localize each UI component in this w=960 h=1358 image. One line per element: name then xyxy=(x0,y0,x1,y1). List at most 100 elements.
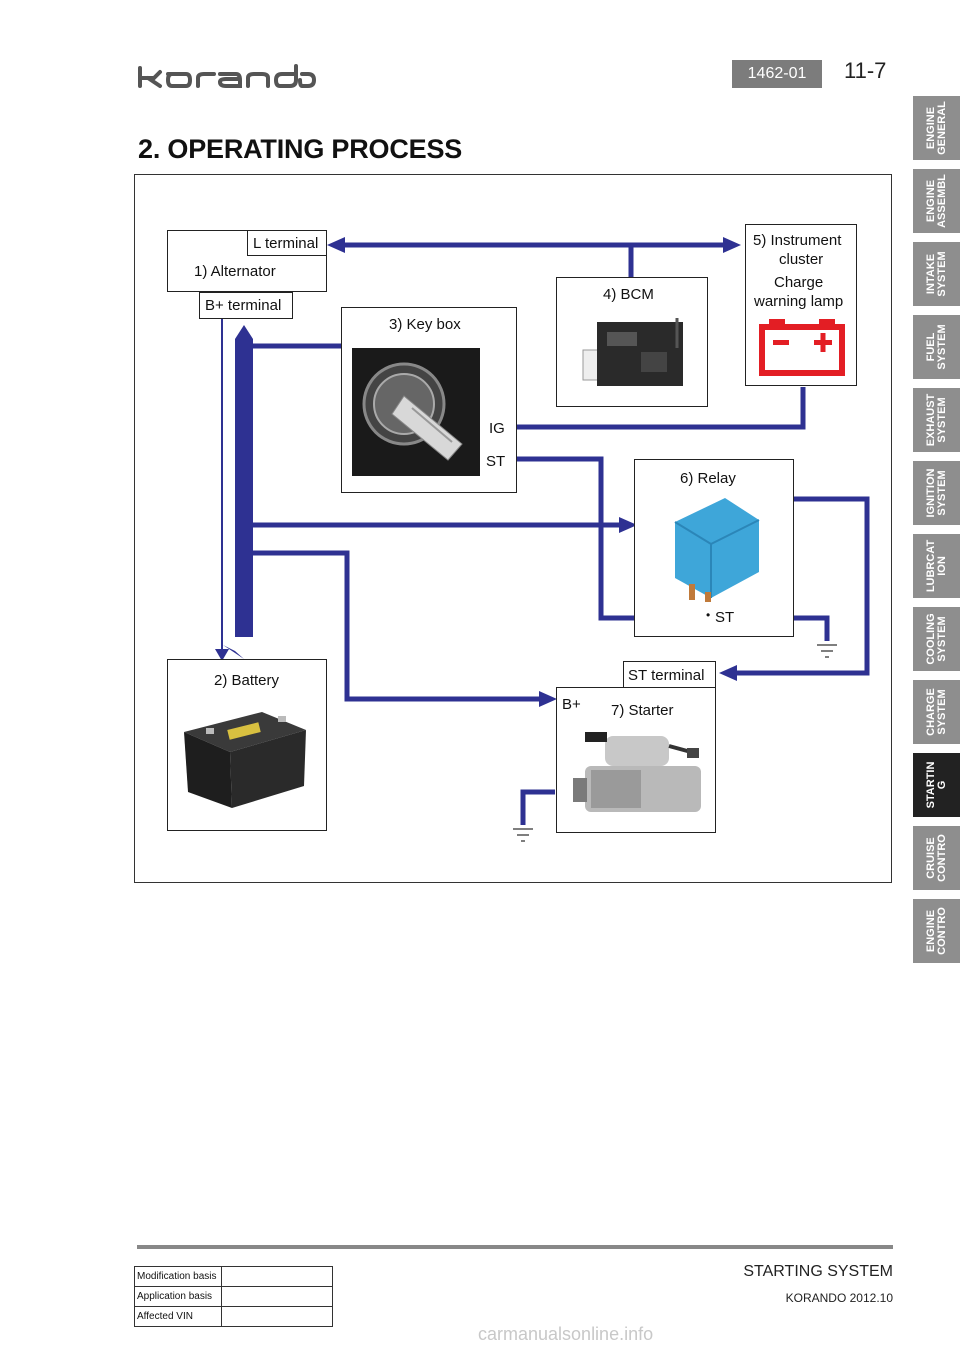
relay-box: 6) Relay • ST xyxy=(634,459,794,637)
battery-label: 2) Battery xyxy=(214,672,280,689)
main-power-bus xyxy=(235,339,253,637)
wire-relay-ground xyxy=(794,615,830,641)
ground-symbol-starter xyxy=(513,828,533,842)
wire-ig xyxy=(517,387,806,430)
arrow-starter-bplus xyxy=(539,691,557,707)
table-row: Modification basis xyxy=(134,1266,333,1287)
table-cell-key: Modification basis xyxy=(134,1266,222,1287)
footer-model: KORANDO 2012.10 xyxy=(785,1291,893,1305)
instrument-label-line2: cluster xyxy=(779,251,824,268)
alternator-b-terminal: B+ terminal xyxy=(199,292,293,319)
side-tab-label-line1: INTAKE xyxy=(924,253,937,295)
instrument-label-line1: 5) Instrument xyxy=(753,232,842,249)
starter-bplus-label: B+ xyxy=(562,696,581,713)
side-tab-label-line1: EXHAUST xyxy=(924,393,937,447)
side-tab-label-line1: STARTIN xyxy=(924,761,937,809)
side-tab-label-line2: ION xyxy=(935,556,948,576)
table-cell-key: Affected VIN xyxy=(134,1306,222,1327)
charge-label-line2: warning lamp xyxy=(754,293,844,310)
revision-info-table: Modification basis Application basis Aff… xyxy=(134,1266,333,1327)
bcm-label: 4) BCM xyxy=(603,286,654,303)
instrument-cluster-box: 5) Instrument cluster Charge warning lam… xyxy=(745,224,857,386)
key-cylinder-image xyxy=(352,348,480,476)
ground-symbol-relay xyxy=(817,644,837,658)
starter-motor-image xyxy=(573,732,701,812)
starter-st-terminal: ST terminal xyxy=(623,661,716,689)
side-tab-label-line1: ENGINE xyxy=(924,179,937,223)
side-tab-label-line2: GENERAL xyxy=(935,101,948,155)
arrow-l-terminal xyxy=(327,237,345,253)
wiring-lines xyxy=(215,237,870,842)
korando-logo xyxy=(138,64,316,88)
page-number: 11-7 xyxy=(844,58,887,83)
wiring-diagram-frame: L terminal 1) Alternator B+ terminal 3) … xyxy=(134,174,892,883)
battery-box: 2) Battery xyxy=(167,659,327,831)
table-cell-value xyxy=(221,1286,333,1307)
b-terminal-label: B+ terminal xyxy=(205,297,282,314)
key-box-ig-label: IG xyxy=(489,420,505,437)
relay-st-label: ST xyxy=(715,609,735,626)
arrow-st-terminal xyxy=(719,665,737,681)
bcm-image xyxy=(582,318,683,386)
table-row: Affected VIN xyxy=(134,1306,333,1327)
wire-st-relay xyxy=(517,456,635,621)
watermark: carmanualsonline.info xyxy=(478,1324,654,1344)
side-tab-label-line2: CONTRO xyxy=(935,834,948,882)
key-box-st-label: ST xyxy=(486,453,506,470)
side-tab-label-line1: IGNITION xyxy=(924,468,937,518)
document-code-badge: 1462-01 xyxy=(732,60,822,88)
starter-label: 7) Starter xyxy=(611,702,674,719)
side-tab-label-line2: SYSTEM xyxy=(935,324,948,370)
key-box: 3) Key box IG ST xyxy=(341,307,517,493)
side-tab-label-line2: SYSTEM xyxy=(935,616,948,662)
wire-starter-ground xyxy=(520,789,555,825)
side-tab-label-line1: ENGINE xyxy=(924,106,937,150)
table-cell-value xyxy=(221,1306,333,1327)
relay-st-dot: • xyxy=(706,608,711,622)
alternator-l-terminal: L terminal xyxy=(247,230,327,256)
alternator-label: 1) Alternator xyxy=(194,263,276,280)
battery-warning-icon xyxy=(759,319,845,376)
side-tab-label-line1: CHARGE xyxy=(924,688,937,736)
relay-label: 6) Relay xyxy=(680,470,736,487)
wire-relay-starter xyxy=(725,496,870,676)
footer-divider xyxy=(137,1245,893,1249)
key-box-label: 3) Key box xyxy=(389,316,461,333)
arrow-battery xyxy=(223,645,244,659)
side-tab-label-line2: SYSTEM xyxy=(935,397,948,443)
section-title: 2. OPERATING PROCESS xyxy=(138,134,463,164)
side-tab-label-line2: G xyxy=(935,780,948,790)
side-tab-label-line1: FUEL xyxy=(924,332,937,362)
side-tab-label-line2: SYSTEM xyxy=(935,470,948,516)
table-row: Application basis xyxy=(134,1286,333,1307)
footer-section-name: STARTING SYSTEM xyxy=(743,1263,893,1280)
side-tab-label-line2: SYSTEM xyxy=(935,689,948,735)
arrow-relay xyxy=(619,517,637,533)
side-tab-label-line2: CONTRO xyxy=(935,907,948,955)
relay-image xyxy=(674,498,760,602)
side-tab-label-line2: SYSTEM xyxy=(935,251,948,297)
side-tab-label-line1: LUBRCAT xyxy=(924,539,937,593)
